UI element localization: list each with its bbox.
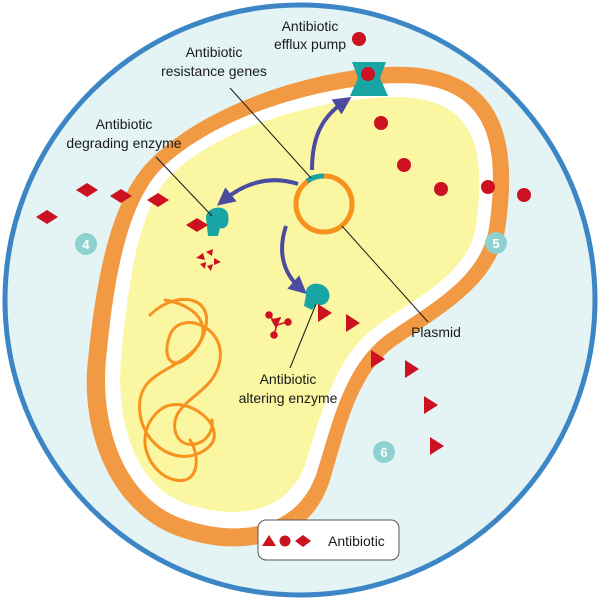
label-altering-enzyme-1: Antibiotic bbox=[260, 371, 317, 387]
arrow-to-degrading-enzyme bbox=[217, 178, 299, 206]
arrow-to-altering-enzyme bbox=[280, 225, 307, 294]
marker-6: 6 bbox=[373, 441, 395, 463]
legend-circle-icon bbox=[279, 535, 291, 547]
label-resistance-genes-2: resistance genes bbox=[161, 63, 267, 79]
marker-5: 5 bbox=[485, 232, 507, 254]
chromosome-dna bbox=[138, 298, 222, 482]
legend: Antibiotic bbox=[257, 519, 400, 561]
antibiotic-circles bbox=[352, 32, 531, 202]
plasmid bbox=[293, 173, 355, 235]
label-resistance-genes-1: Antibiotic bbox=[186, 44, 243, 60]
degrading-enzyme bbox=[206, 207, 229, 236]
antibiotic-triangles bbox=[318, 304, 444, 455]
label-efflux-pump-1: Antibiotic bbox=[282, 18, 339, 34]
leader-lines bbox=[155, 87, 429, 369]
legend-label: Antibiotic bbox=[328, 533, 385, 549]
label-degrading-enzyme-1: Antibiotic bbox=[96, 116, 153, 132]
marker-4-text: 4 bbox=[82, 237, 90, 252]
altered-antibiotic bbox=[265, 311, 292, 339]
label-plasmid: Plasmid bbox=[411, 324, 461, 340]
label-degrading-enzyme-2: degrading enzyme bbox=[66, 135, 181, 151]
marker-5-text: 5 bbox=[492, 236, 499, 251]
legend-diamond-icon bbox=[295, 535, 311, 547]
marker-4: 4 bbox=[75, 233, 97, 255]
arrow-to-efflux-pump bbox=[310, 97, 352, 171]
marker-6-text: 6 bbox=[380, 445, 387, 460]
label-altering-enzyme-2: altering enzyme bbox=[239, 390, 338, 406]
label-efflux-pump-2: efflux pump bbox=[274, 36, 346, 52]
legend-triangle-icon bbox=[262, 535, 276, 546]
altering-enzyme bbox=[304, 283, 330, 310]
cytoplasm bbox=[120, 97, 480, 512]
antibiotic-diamonds bbox=[36, 183, 208, 232]
bacterial-cell bbox=[86, 66, 510, 547]
degraded-antibiotic-fragments bbox=[196, 249, 221, 271]
